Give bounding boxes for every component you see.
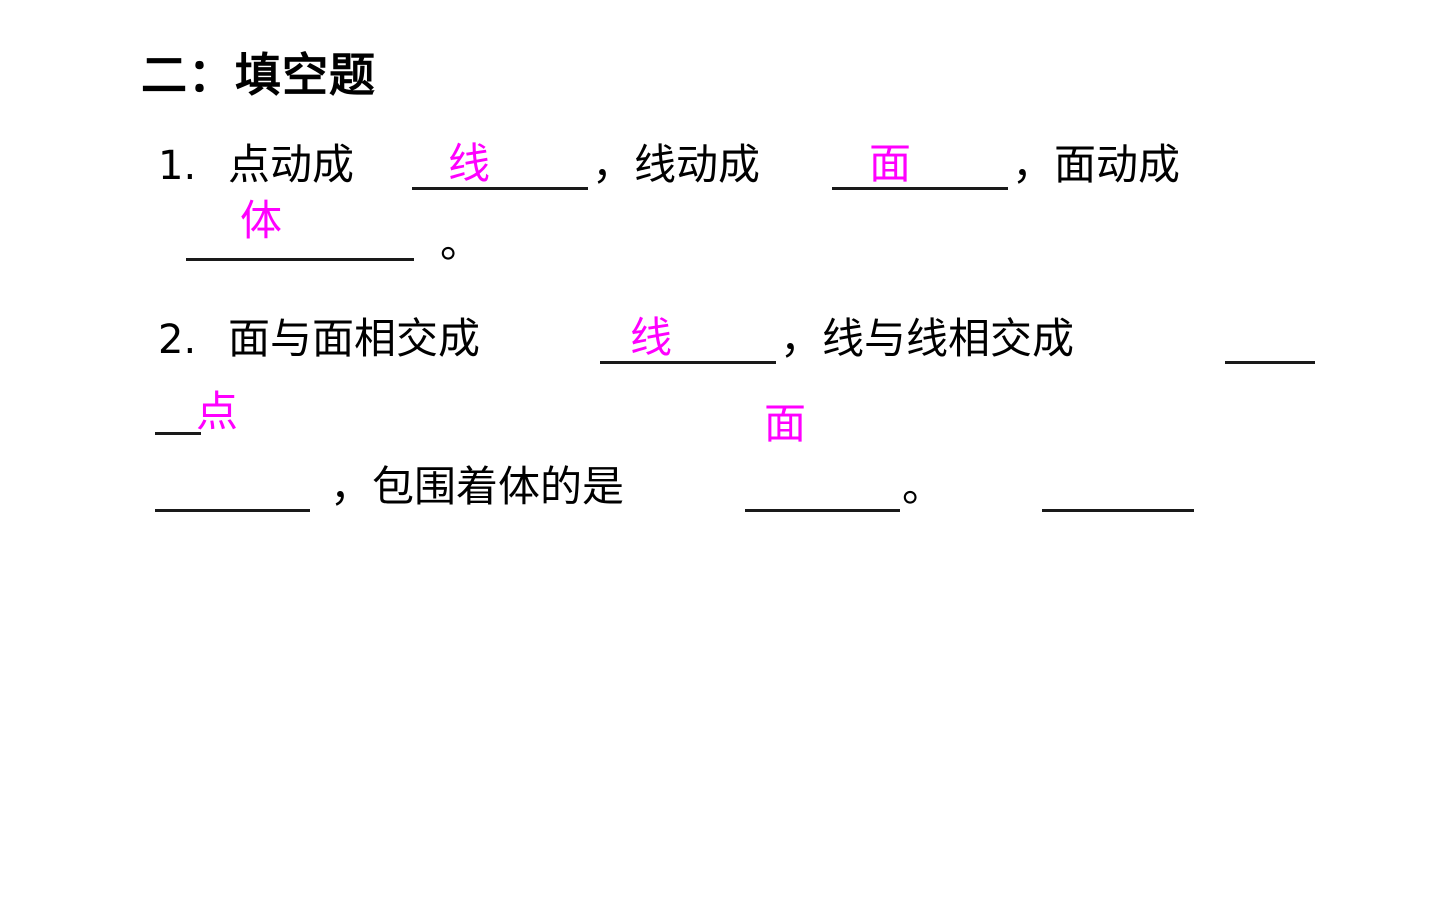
question-2-blank-5[interactable] bbox=[1042, 509, 1194, 512]
question-2-blank-2-part-b[interactable] bbox=[155, 432, 201, 435]
question-1-answer-2: 面 bbox=[869, 139, 912, 188]
question-1-number: 1. bbox=[158, 143, 197, 189]
question-1-answer-3: 体 bbox=[240, 196, 283, 245]
question-2-answer-2: 点 bbox=[196, 387, 239, 436]
question-2-blank-4[interactable] bbox=[745, 509, 900, 512]
question-1-segment-3: ，面动成 bbox=[1012, 140, 1181, 189]
question-2-segment-4: 。 bbox=[902, 462, 945, 511]
question-1-segment-1: 点动成 bbox=[228, 140, 355, 189]
question-2-blank-2-part-a[interactable] bbox=[1225, 361, 1315, 364]
question-2-blank-3[interactable] bbox=[155, 509, 310, 512]
section-heading: 二：填空题 bbox=[141, 48, 376, 102]
question-2-segment-3: ，包围着体的是 bbox=[330, 462, 625, 511]
question-1-segment-4: 。 bbox=[440, 218, 483, 267]
question-2-answer-1: 线 bbox=[630, 313, 673, 362]
question-2-segment-1: 面与面相交成 bbox=[228, 314, 481, 363]
question-2-number: 2. bbox=[158, 317, 197, 363]
question-1-blank-3[interactable] bbox=[186, 258, 414, 261]
question-1-answer-1: 线 bbox=[448, 139, 491, 188]
question-1-blank-2[interactable] bbox=[832, 187, 1008, 190]
question-2-blank-1[interactable] bbox=[600, 361, 776, 364]
question-1-segment-2: ，线动成 bbox=[592, 140, 761, 189]
question-2-segment-2: ，线与线相交成 bbox=[780, 314, 1075, 363]
question-2-answer-3: 面 bbox=[764, 399, 807, 448]
question-1-blank-1[interactable] bbox=[412, 187, 588, 190]
